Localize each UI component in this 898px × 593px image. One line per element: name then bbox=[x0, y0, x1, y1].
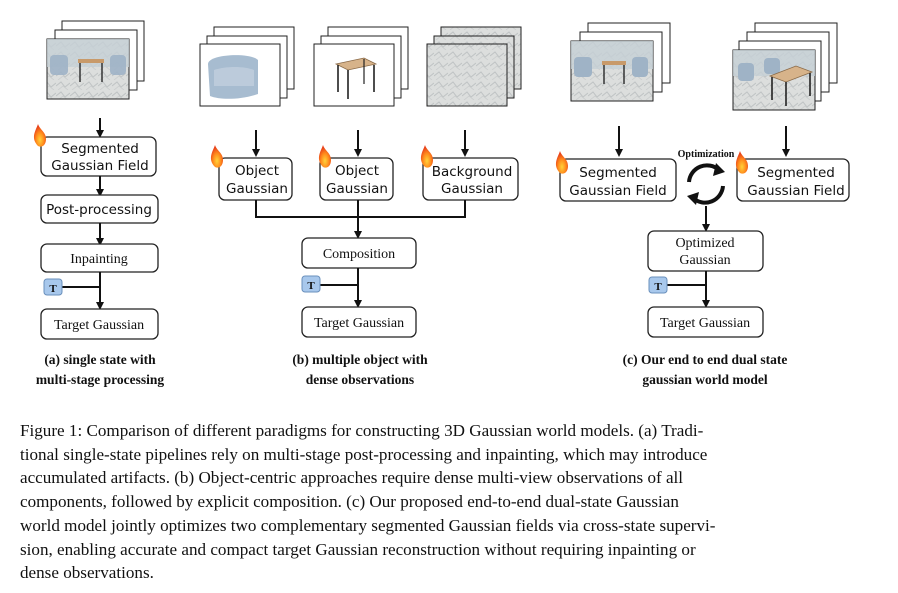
caption-line: sion, enabling accurate and compact targ… bbox=[20, 539, 696, 559]
t-badge-b: T bbox=[307, 280, 315, 292]
caption-line: world model jointly optimizes two comple… bbox=[20, 515, 716, 535]
panel-a: Segmented Gaussian Field Post-processing… bbox=[33, 20, 165, 387]
box-optimized-line2: Gaussian bbox=[679, 253, 730, 268]
t-badge-c: T bbox=[654, 281, 662, 293]
box-segmented-c-left-line2: Gaussian Field bbox=[569, 183, 666, 199]
caption-line: accumulated artifacts. (b) Object-centri… bbox=[20, 468, 684, 488]
box-background-line1: Background bbox=[432, 164, 513, 180]
panel-c: Segmented Gaussian Field Segmented Gauss… bbox=[555, 22, 850, 387]
diagram: Segmented Gaussian Field Post-processing… bbox=[33, 20, 850, 387]
box-postprocessing: Post-processing bbox=[46, 202, 152, 218]
box-segmented-a-line1: Segmented bbox=[61, 141, 139, 157]
caption-b-line2: dense observations bbox=[306, 372, 414, 387]
optimization-label: Optimization bbox=[678, 149, 735, 160]
image-stack-b3 bbox=[426, 26, 522, 107]
box-target-a: Target Gaussian bbox=[54, 318, 144, 333]
flame-icon bbox=[210, 145, 223, 168]
caption-a-line1: (a) single state with bbox=[44, 352, 156, 367]
figure-caption: Figure 1: Comparison of different paradi… bbox=[20, 419, 882, 585]
flame-icon bbox=[735, 151, 748, 174]
box-segmented-a-line2: Gaussian Field bbox=[51, 158, 148, 174]
t-badge-a: T bbox=[49, 283, 57, 295]
box-target-c: Target Gaussian bbox=[660, 316, 750, 331]
caption-c-line1: (c) Our end to end dual state bbox=[623, 352, 788, 367]
image-stack-b1 bbox=[199, 26, 295, 107]
box-segmented-c-left-line1: Segmented bbox=[579, 165, 657, 181]
flame-icon bbox=[555, 151, 568, 174]
box-segmented-c-right-line1: Segmented bbox=[757, 165, 835, 181]
flame-icon bbox=[33, 124, 46, 147]
caption-line: components, followed by explicit composi… bbox=[20, 492, 679, 512]
box-background-line2: Gaussian bbox=[441, 181, 503, 197]
box-object2-line1: Object bbox=[335, 163, 379, 179]
caption-c-line2: gaussian world model bbox=[642, 372, 768, 387]
caption-line: Figure 1: Comparison of different paradi… bbox=[20, 421, 704, 440]
flame-icon bbox=[318, 145, 331, 168]
caption-a-line2: multi-stage processing bbox=[36, 372, 165, 387]
panel-b: Object Gaussian Object Gaussian Backgrou… bbox=[199, 26, 522, 387]
box-target-b: Target Gaussian bbox=[314, 316, 404, 331]
box-segmented-c-right-line2: Gaussian Field bbox=[747, 183, 844, 199]
box-object1-line1: Object bbox=[235, 163, 279, 179]
box-object2-line2: Gaussian bbox=[326, 181, 388, 197]
image-stack-b2 bbox=[313, 26, 409, 107]
box-optimized-line1: Optimized bbox=[675, 236, 734, 251]
caption-line: tional single-state pipelines rely on mu… bbox=[20, 444, 708, 464]
box-object1-line2: Gaussian bbox=[226, 181, 288, 197]
caption-line: dense observations. bbox=[20, 563, 154, 583]
refresh-cycle-icon bbox=[687, 163, 725, 205]
box-inpainting: Inpainting bbox=[70, 252, 128, 267]
caption-b-line1: (b) multiple object with bbox=[292, 352, 428, 367]
box-composition: Composition bbox=[323, 247, 395, 262]
image-stack-c2 bbox=[732, 22, 838, 111]
image-stack-c1 bbox=[570, 22, 671, 102]
flame-icon bbox=[420, 145, 433, 168]
image-stack-a bbox=[46, 20, 145, 100]
